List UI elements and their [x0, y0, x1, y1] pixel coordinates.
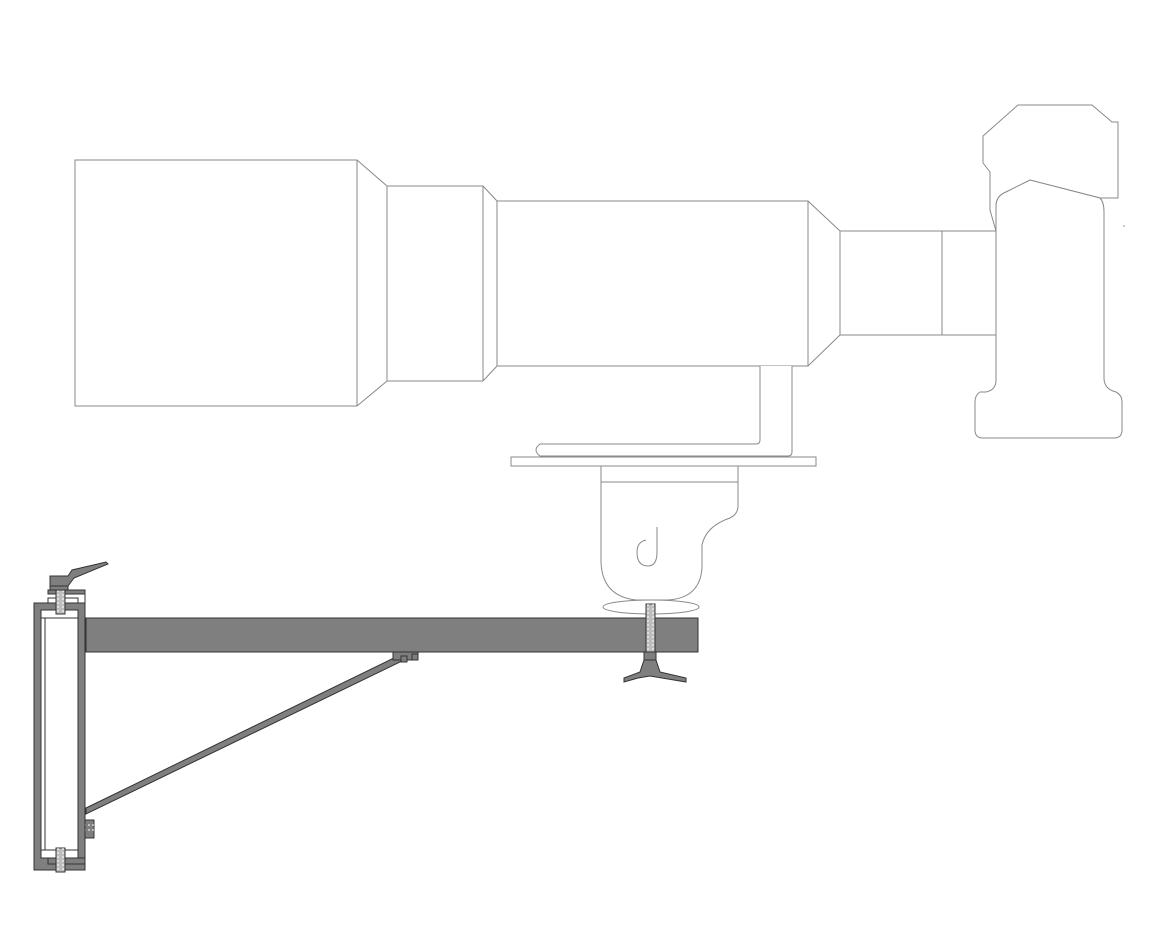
telephoto-lens [74, 159, 997, 407]
wing-nut-icon [623, 659, 687, 683]
lens-rear-barrel [839, 230, 943, 336]
camera-body [974, 104, 1125, 439]
lens-foot-outline [535, 366, 793, 457]
tilt-head-bracket [600, 465, 739, 601]
lens-mount [941, 230, 997, 336]
tilt-head-pivot [636, 527, 658, 567]
horizontal-arm [85, 617, 699, 653]
camera-grip [974, 179, 1123, 439]
arm-mounting-screw [643, 603, 657, 663]
diagonal-brace [85, 654, 403, 815]
clamp-lever-icon [49, 561, 109, 587]
wall-bracket [33, 561, 699, 873]
tilt-head [600, 465, 739, 615]
lens-hood [74, 159, 388, 407]
lens-front-barrel [386, 185, 498, 382]
clamp-bottom-screw [55, 847, 66, 873]
quick-release-plate [510, 456, 817, 467]
lens-main-barrel [496, 200, 841, 367]
lens-foot [535, 366, 793, 457]
